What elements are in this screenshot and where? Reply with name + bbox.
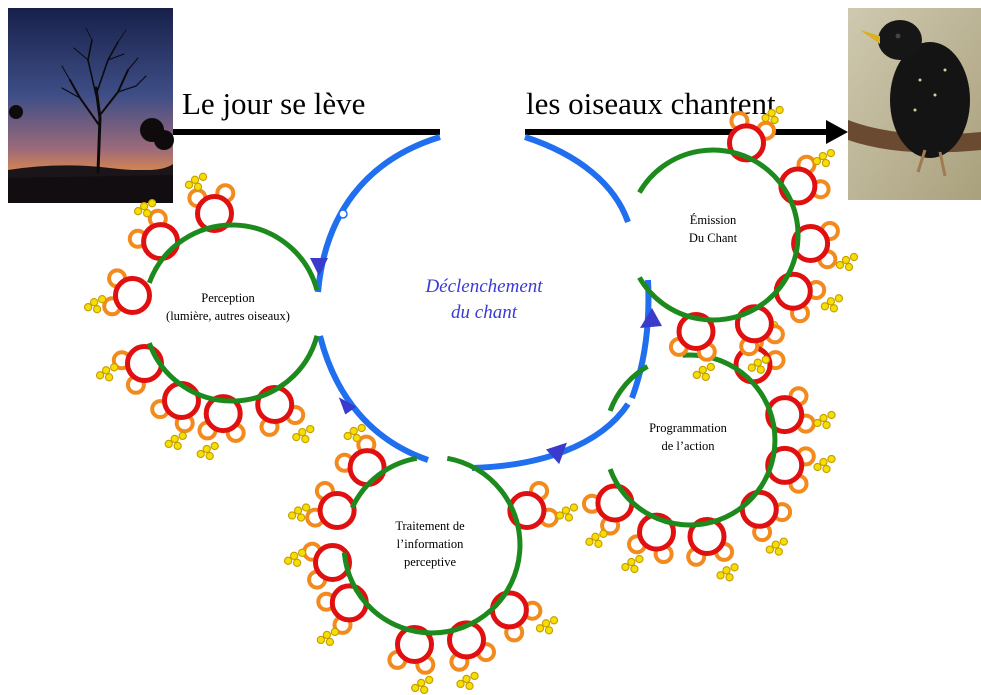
node-emission-rna-loop: [791, 221, 859, 272]
node-perception-rna-loop: [196, 394, 246, 461]
cycle-arrowheads: [310, 258, 662, 465]
perception-label-line2: (lumière, autres oiseaux): [166, 309, 290, 323]
node-emission: Émission Du Chant: [637, 105, 859, 382]
perception-label-line1: Perception: [201, 291, 255, 305]
traitement-label-line2: l’information: [397, 537, 464, 551]
starling-photo: [848, 8, 981, 200]
node-emission-ring-segment: [637, 147, 801, 323]
cycle-arrows: [315, 134, 652, 471]
node-perception: Perception (lumière, autres oiseaux): [83, 172, 320, 461]
tree-silhouette-icon: [61, 27, 147, 174]
node-emission-rna-loop: [773, 271, 844, 324]
node-traitement-rna-loop: [387, 625, 436, 695]
traitement-label-line1: Traitement de: [395, 519, 465, 533]
node-perception-rna-loop: [255, 385, 315, 444]
node-programmation-rna-loop: [765, 445, 836, 494]
cycle-arrow-top-right: [524, 134, 631, 224]
node-programmation-rna-loop: [581, 483, 635, 548]
programmation-label-line2: de l’action: [661, 439, 715, 453]
center-label-line2: du chant: [451, 302, 518, 323]
node-traitement: Traitement de l’information perceptive: [283, 423, 579, 695]
node-programmation-rna-loop: [686, 517, 739, 582]
cycle-arrow-right: [629, 279, 652, 400]
cycle-arrow-bottom: [471, 402, 631, 471]
cycle-arrow-top-left: [315, 134, 441, 293]
node-traitement-ring-segment: [341, 455, 523, 636]
node-programmation-ring-segment: [607, 352, 778, 528]
node-traitement-ring-segment: [349, 455, 418, 509]
arrowhead-top-left: [310, 258, 328, 276]
starling-bird-icon: [860, 20, 970, 177]
node-programmation-rna-loop: [765, 386, 836, 435]
node-traitement-rna-loop: [447, 620, 496, 691]
node-traitement-rna-loop: [507, 481, 579, 530]
sunrise-photo: [8, 8, 174, 203]
node-perception-rna-loop: [184, 172, 236, 233]
header-left-text: Le jour se lève: [182, 86, 365, 121]
node-perception-ring-segment: [146, 335, 320, 404]
cycle-start-dot: [338, 209, 348, 219]
programmation-label-line1: Programmation: [649, 421, 728, 435]
center-label-line1: Déclenchement: [424, 276, 543, 297]
arrowhead-right: [640, 308, 662, 328]
arrowhead-left: [338, 397, 357, 415]
cycle-arrow-left: [317, 335, 429, 463]
emission-label-line1: Émission: [690, 213, 737, 227]
node-traitement-rna-loop: [283, 541, 352, 590]
node-perception-ring-segment: [146, 222, 320, 291]
traitement-label-line3: perceptive: [404, 555, 457, 569]
arrowhead-bottom: [546, 442, 567, 465]
node-emission-rna-loop: [727, 105, 784, 163]
node-perception-rna-loop: [83, 268, 152, 317]
node-emission-rna-loop: [668, 312, 717, 382]
emission-label-line2: Du Chant: [689, 231, 738, 245]
node-traitement-rna-loop: [287, 481, 357, 530]
node-programmation-ring-segment: [607, 364, 649, 412]
right-arrowhead: [826, 120, 848, 144]
node-programmation-rna-loop: [739, 489, 793, 556]
